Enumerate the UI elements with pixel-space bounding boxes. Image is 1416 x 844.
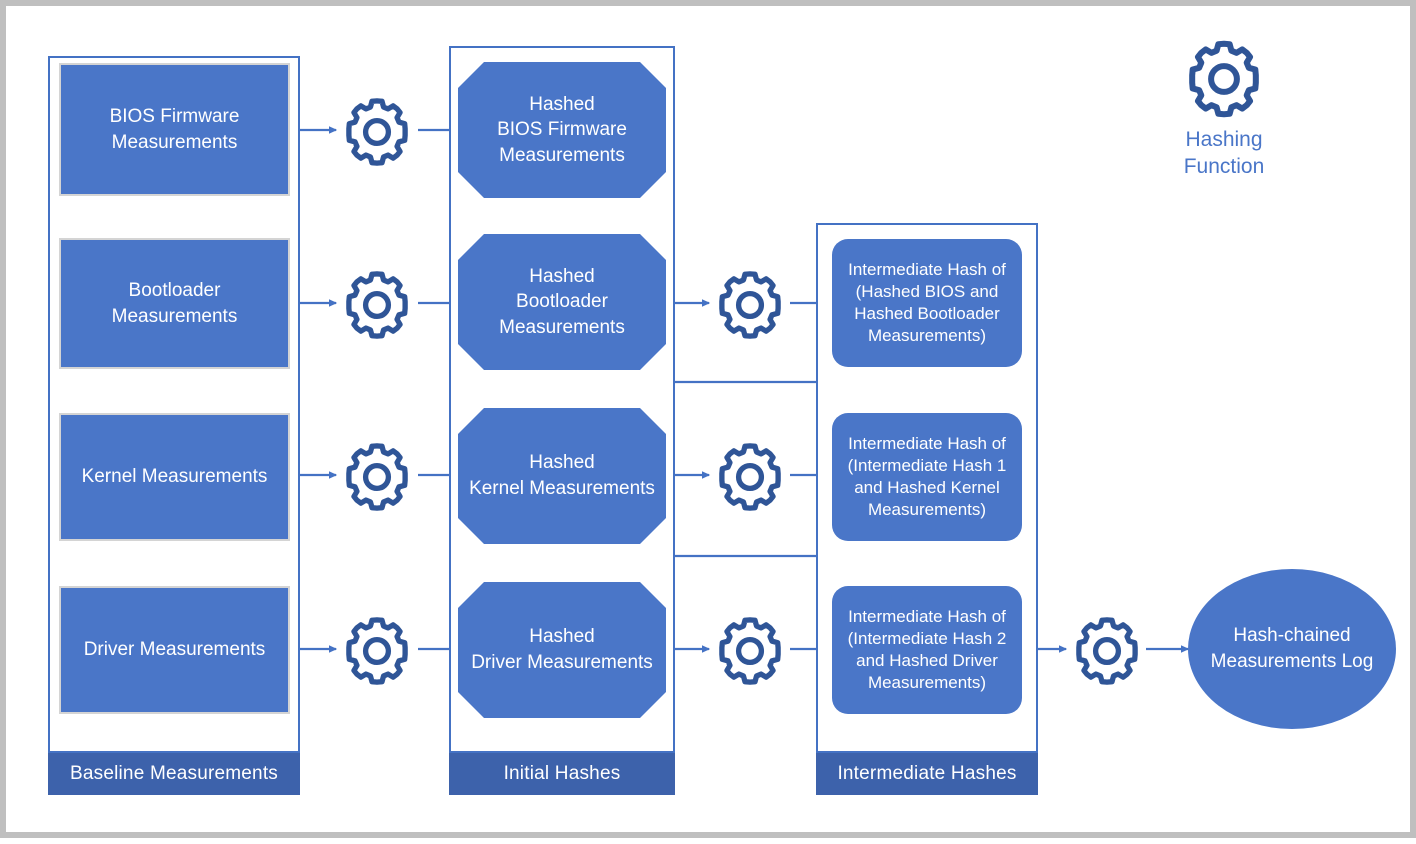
legend-hashing-function: Hashing Function: [1144, 36, 1304, 181]
octagon-shape: [458, 62, 666, 198]
node-hashed-kernel-measurements[interactable]: Hashed Kernel Measurements: [458, 408, 666, 544]
gear-icon-output[interactable]: [1069, 613, 1145, 689]
node-label: Hashed Kernel Measurements: [469, 452, 655, 499]
legend-label: Hashing Function: [1183, 128, 1265, 179]
group-footer-intermediate-hashes: Intermediate Hashes: [816, 753, 1038, 795]
octagon-shape: [458, 582, 666, 718]
node-kernel-measurements[interactable]: Kernel Measurements: [59, 413, 290, 541]
gear-icon-kernel[interactable]: [339, 439, 415, 515]
node-intermediate-hash-3[interactable]: Intermediate Hash of (Intermediate Hash …: [832, 586, 1022, 714]
gear-icon: [719, 271, 781, 339]
gear-icon: [346, 617, 408, 685]
node-bios-firmware-measurements[interactable]: BIOS Firmware Measurements: [59, 63, 290, 196]
group-footer-initial-hashes: Initial Hashes: [449, 753, 675, 795]
gear-icon: [346, 271, 408, 339]
node-driver-measurements[interactable]: Driver Measurements: [59, 586, 290, 714]
node-intermediate-hash-1[interactable]: Intermediate Hash of (Hashed BIOS and Ha…: [832, 239, 1022, 367]
gear-icon: [1076, 617, 1138, 685]
gear-icon: [1189, 40, 1259, 118]
node-label: Hashed Bootloader Measurements: [499, 265, 625, 338]
gear-icon-intermediate-1[interactable]: [712, 267, 788, 343]
node-bootloader-measurements[interactable]: Bootloader Measurements: [59, 238, 290, 369]
node-hash-chained-measurements-log[interactable]: Hash-chained Measurements Log: [1188, 569, 1396, 729]
gear-icon: [719, 617, 781, 685]
gear-icon-driver[interactable]: [339, 613, 415, 689]
gear-icon-bios[interactable]: [339, 94, 415, 170]
gear-icon-bootloader[interactable]: [339, 267, 415, 343]
node-label: Hashed BIOS Firmware Measurements: [497, 93, 627, 166]
octagon-shape: [458, 234, 666, 370]
gear-icon: [346, 98, 408, 166]
node-hashed-driver-measurements[interactable]: Hashed Driver Measurements: [458, 582, 666, 718]
node-hashed-bootloader-measurements[interactable]: Hashed Bootloader Measurements: [458, 234, 666, 370]
node-label: Hashed Driver Measurements: [471, 626, 653, 673]
group-footer-baseline: Baseline Measurements: [48, 753, 300, 795]
gear-icon: [719, 443, 781, 511]
node-intermediate-hash-2[interactable]: Intermediate Hash of (Intermediate Hash …: [832, 413, 1022, 541]
gear-icon-intermediate-2[interactable]: [712, 439, 788, 515]
gear-icon: [346, 443, 408, 511]
gear-icon-intermediate-3[interactable]: [712, 613, 788, 689]
node-hashed-bios-firmware-measurements[interactable]: Hashed BIOS Firmware Measurements: [458, 62, 666, 198]
octagon-shape: [458, 408, 666, 544]
